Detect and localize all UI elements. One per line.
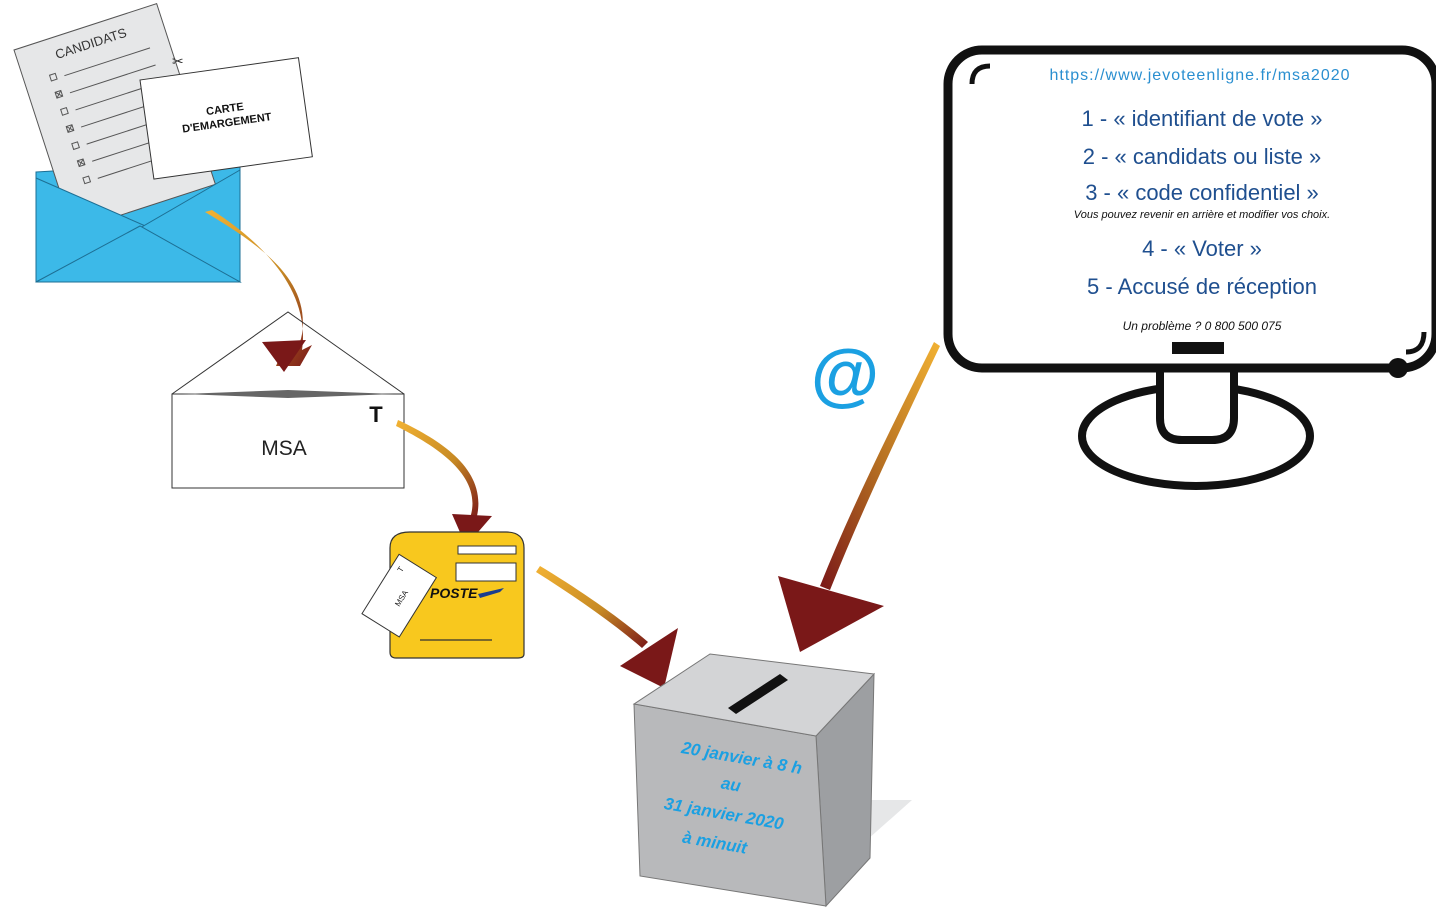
ballot-box: 20 janvier à 8 h au 31 janvier 2020 à mi… [632, 653, 912, 908]
carte-emargement-card: CARTE D'EMARGEMENT [139, 57, 313, 180]
ballot-envelope: CANDIDATS ✂ [13, 3, 313, 283]
posted-letter: MSA T [361, 553, 438, 638]
envelope-t-mark: T [369, 402, 383, 427]
monitor-step-2: 2 - « candidats ou liste » [1083, 144, 1321, 169]
envelope-msa-label: MSA [261, 437, 307, 460]
post-mailbox: POSTE MSA T [361, 531, 525, 659]
arrow-t-to-mailbox [396, 420, 492, 546]
monitor-step-5: 5 - Accusé de réception [1087, 274, 1317, 299]
arrow-monitor-to-ballot-box [778, 342, 940, 652]
monitor-step-1: 1 - « identifiant de vote » [1082, 106, 1323, 131]
monitor-step-3: 3 - « code confidentiel » [1085, 180, 1319, 205]
mailbox-brand: POSTE [430, 585, 478, 601]
monitor-power-button [1388, 358, 1408, 378]
monitor-help: Un problème ? 0 800 500 075 [1123, 319, 1282, 333]
at-symbol: @ [811, 335, 879, 413]
computer-monitor: https://www.jevoteenligne.fr/msa2020 1 -… [943, 45, 1436, 490]
arrow-mailbox-to-ballot-box [536, 566, 678, 688]
carte-line1: CARTE [205, 101, 244, 118]
ballot-box-line2: au [720, 774, 743, 796]
monitor-url[interactable]: https://www.jevoteenligne.fr/msa2020 [1049, 67, 1350, 84]
monitor-power-bar [1172, 342, 1224, 354]
arrow-envelope-to-t [205, 210, 312, 372]
poste-bird-icon [478, 588, 504, 598]
t-envelope: MSA T [171, 311, 405, 489]
scissors-icon: ✂ [172, 53, 184, 69]
posted-letter-t: T [396, 565, 406, 574]
monitor-note: Vous pouvez revenir en arrière et modifi… [1074, 209, 1330, 221]
monitor-step-4: 4 - « Voter » [1142, 236, 1262, 261]
